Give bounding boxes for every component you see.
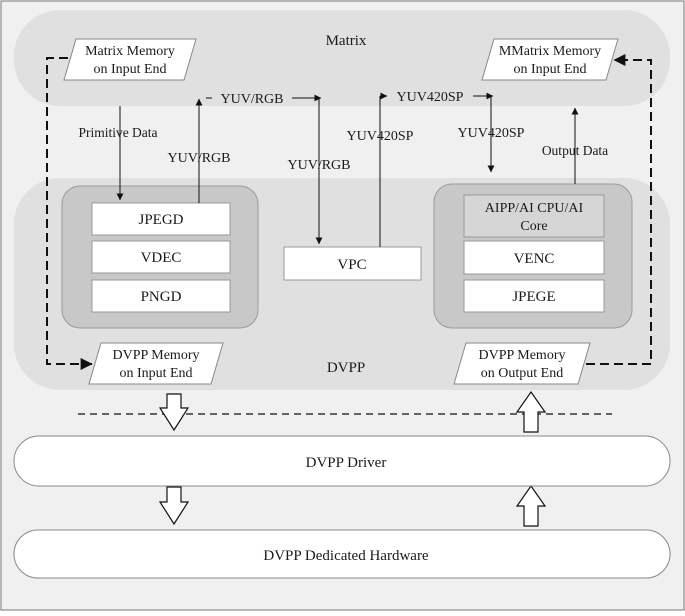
vdec-label: VDEC [141,250,182,266]
down-block-arrow-lower [158,486,190,526]
matrix-output-memory-line1: MMatrix Memory [499,44,601,59]
yuv420sp-left-label: YUV420SP [347,129,414,144]
dvpp-output-memory [453,342,591,385]
venc-block [463,240,605,275]
matrix-output-memory-line2: on Input End [513,62,586,77]
yuv-rgb-down-label: YUV/RGB [287,158,350,173]
primitive-data-label: Primitive Data [78,125,157,140]
dvpp-output-memory-line1: DVPP Memory [479,348,566,363]
dvpp-input-memory-line1: DVPP Memory [113,348,200,363]
matrix-region [14,10,670,106]
aipp-label-line2: Core [520,219,547,234]
up-block-arrow-upper [515,390,547,433]
matrix-input-memory [63,38,197,81]
yuv420sp-top-label: YUV420SP [397,90,464,105]
matrix-input-memory-line2: on Input End [93,62,166,77]
yuv420sp-right-label: YUV420SP [458,126,525,141]
up-block-arrow-lower [515,484,547,527]
jpege-block [463,279,605,313]
matrix-title: Matrix [326,33,367,49]
vpc-label: VPC [337,257,366,273]
pngd-label: PNGD [141,289,182,305]
dvpp-input-memory-line2: on Input End [119,366,192,381]
dvpp-title: DVPP [327,360,365,376]
dvpp-driver-label: DVPP Driver [306,455,387,471]
vdec-block [91,240,231,274]
jpegd-block [91,202,231,236]
dvpp-hardware-box [13,529,671,579]
dvpp-driver-box [13,435,671,487]
aipp-block [463,194,605,238]
matrix-output-memory [481,38,619,81]
jpegd-label: JPEGD [138,212,183,228]
dvpp-output-memory-line2: on Output End [481,366,563,381]
yuv-rgb-top-label: YUV/RGB [220,92,283,107]
dvpp-hardware-label: DVPP Dedicated Hardware [263,548,429,564]
dvpp-input-memory [88,342,224,385]
output-data-label: Output Data [542,143,608,158]
jpege-label: JPEGE [512,289,555,305]
venc-label: VENC [514,251,555,267]
down-block-arrow-upper [158,393,190,432]
aipp-label-line1: AIPP/AI CPU/AI [485,201,584,216]
vpc-block [283,246,422,281]
dashed-output-path [586,54,652,365]
yuv-rgb-up-label: YUV/RGB [167,151,230,166]
dashed-input-path [46,57,93,370]
matrix-input-memory-line1: Matrix Memory [85,44,175,59]
pngd-block [91,279,231,313]
